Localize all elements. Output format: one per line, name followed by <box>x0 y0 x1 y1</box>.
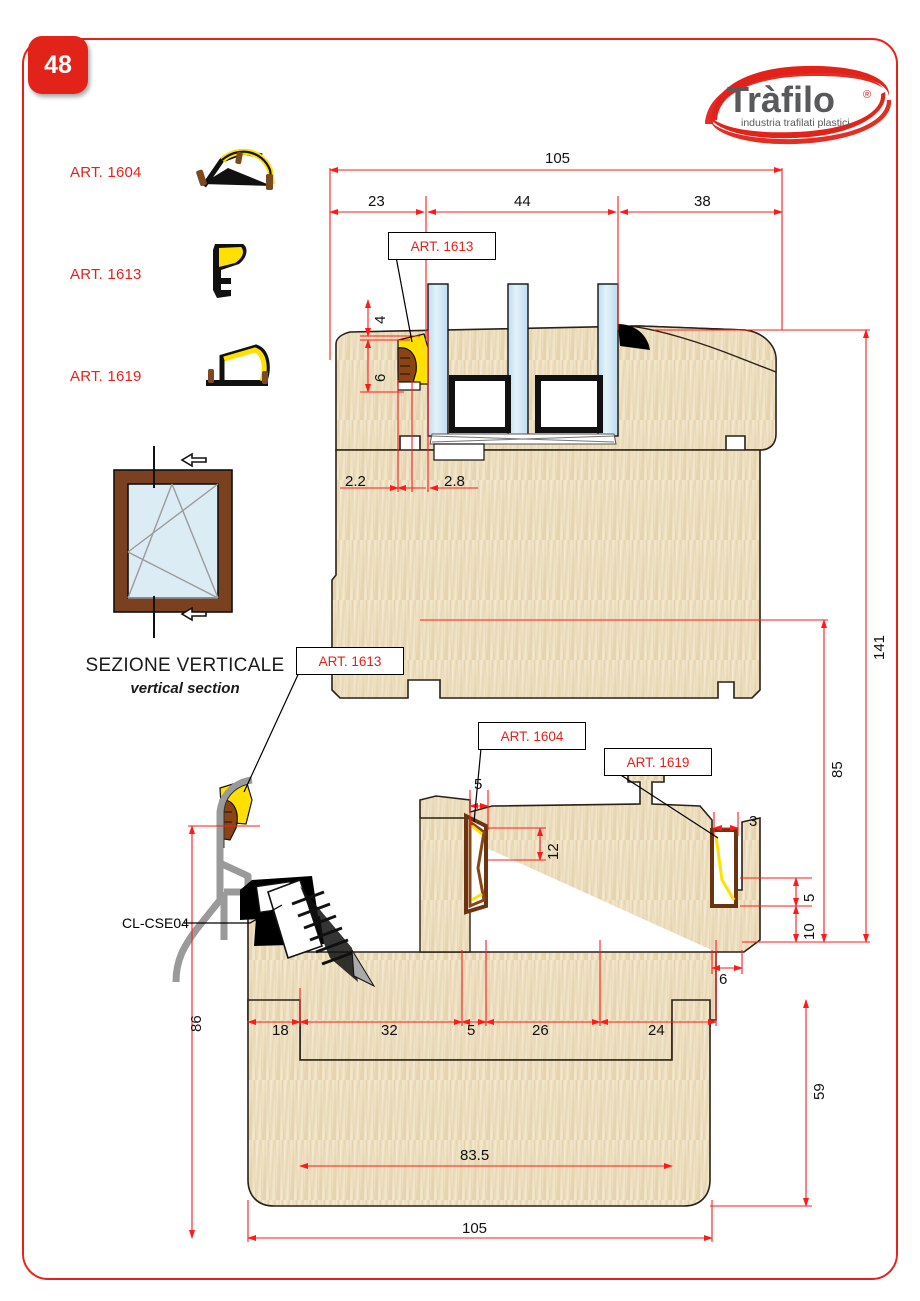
dim-top-38: 38 <box>694 193 711 210</box>
dim-83-5: 83.5 <box>460 1147 490 1164</box>
dim-105-bottom: 105 <box>462 1220 488 1237</box>
dim-5r: 5 <box>801 893 818 902</box>
dim-26: 26 <box>532 1022 549 1039</box>
dim-12: 12 <box>545 843 562 860</box>
dim-141: 141 <box>871 634 888 660</box>
dim-85: 85 <box>829 761 846 778</box>
gasket-1613-top <box>397 333 429 391</box>
section-cut-markers <box>153 446 207 638</box>
gasket-1619 <box>710 828 738 908</box>
logo-swoosh-icon <box>705 65 892 145</box>
callout-1613-top[interactable]: ART. 1613 <box>388 232 496 260</box>
article-label-1613: ART. 1613 <box>70 266 142 283</box>
dim-6: 6 <box>372 373 389 382</box>
callout-1604[interactable]: ART. 1604 <box>478 722 586 750</box>
section-title: SEZIONE VERTICALE <box>85 655 285 676</box>
label-cl-cse04: CL-CSE04 <box>122 915 189 931</box>
trafilo-logo: Tràfilo ® industria trafilati plastici <box>703 62 893 146</box>
dim-2-2: 2.2 <box>345 473 366 490</box>
dim-2-8: 2.8 <box>444 473 465 490</box>
page-border <box>22 38 898 1280</box>
callout-1619[interactable]: ART. 1619 <box>604 748 712 776</box>
page-number-badge: 48 <box>28 36 88 94</box>
dim-18: 18 <box>272 1022 289 1039</box>
tilt-turn-window-icon <box>104 466 252 616</box>
dim-top-overall: 105 <box>545 150 571 167</box>
dim-top-23: 23 <box>368 193 385 210</box>
glazing-unit <box>427 283 619 461</box>
article-label-1619: ART. 1619 <box>70 368 142 385</box>
logo-wordmark: Tràfilo <box>727 79 835 120</box>
section-subtitle: vertical section <box>130 680 240 697</box>
dim-6b: 6 <box>719 971 728 988</box>
dim-32: 32 <box>381 1022 398 1039</box>
logo-tagline: industria trafilati plastici <box>741 117 850 129</box>
lower-frame-profile <box>247 763 761 1207</box>
dim-86: 86 <box>188 1015 205 1032</box>
fixing-screw <box>267 878 376 988</box>
logo-registered-icon: ® <box>863 89 871 101</box>
glazing-bead-right <box>618 324 650 350</box>
dim-3: 3 <box>749 813 758 830</box>
gasket-1604 <box>464 812 488 915</box>
dim-24: 24 <box>648 1022 665 1039</box>
callout-1613-mid[interactable]: ART. 1613 <box>296 647 404 675</box>
dim-top-44: 44 <box>514 193 531 210</box>
article-label-1604: ART. 1604 <box>70 164 142 181</box>
dim-5bot: 5 <box>467 1022 476 1039</box>
dim-59: 59 <box>811 1083 828 1100</box>
dim-10: 10 <box>801 923 818 940</box>
dim-5mid: 5 <box>474 776 483 793</box>
dim-4: 4 <box>372 315 389 324</box>
dimension-lines <box>188 167 870 1242</box>
